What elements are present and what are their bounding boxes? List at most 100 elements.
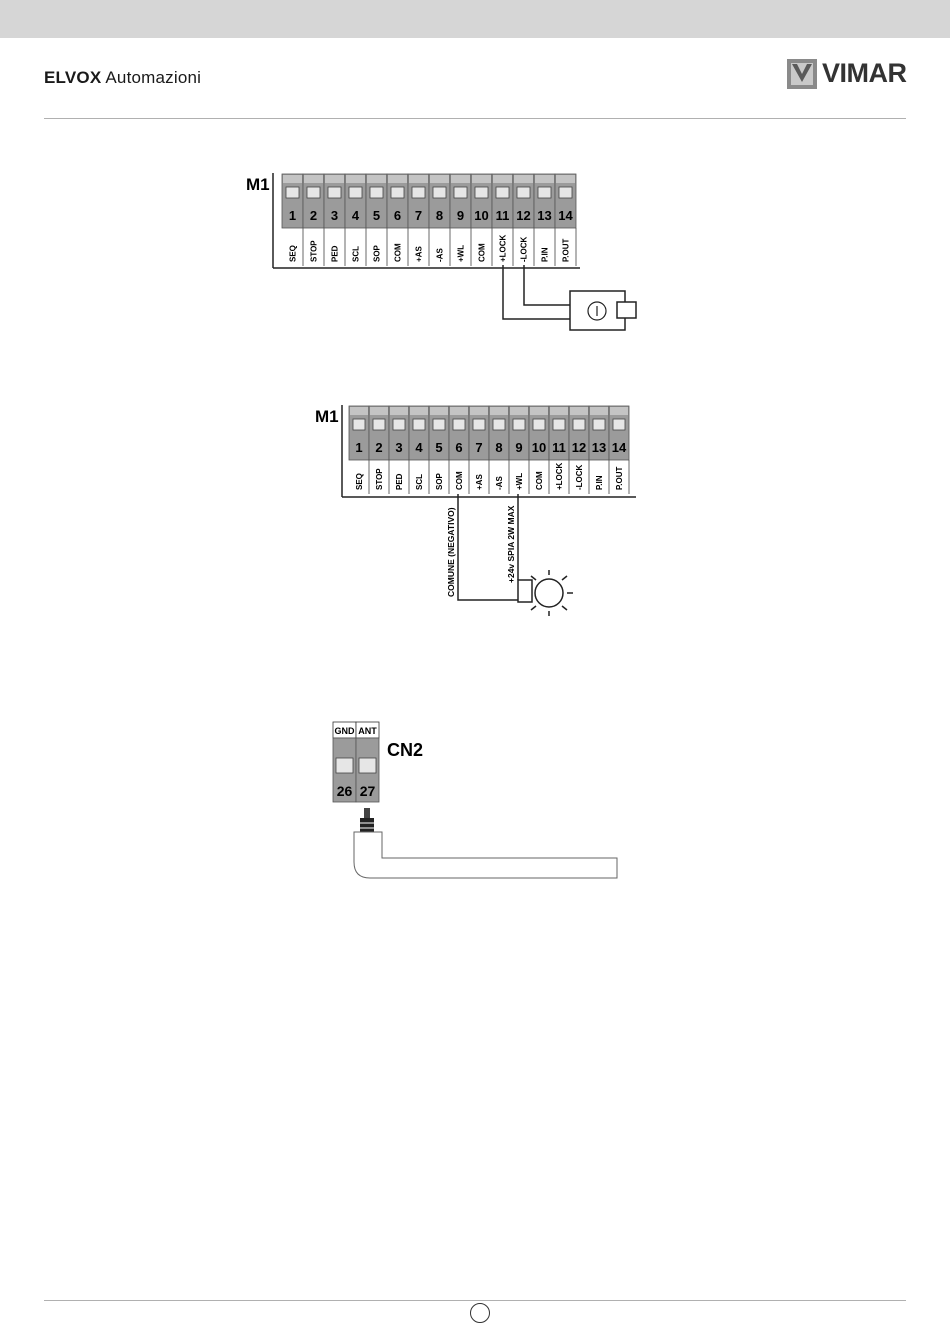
terminal-number: 6 (394, 208, 401, 223)
antenna-cable-icon (354, 808, 617, 878)
terminal-4: 4SCL (345, 174, 366, 266)
terminal-number: 7 (415, 208, 422, 223)
terminal-13: 13P.IN (589, 406, 609, 494)
terminal-label: PED (395, 473, 404, 490)
terminal-number: 10 (474, 208, 488, 223)
terminal-5: 5SOP (429, 406, 449, 494)
terminal-9: 9 +WL (450, 174, 471, 266)
terminal-block-m1-lock: M1 1SEQ2STOP3PED4SCL5SOP6COM7+AS8-AS9+WL… (246, 173, 636, 330)
terminal-label: -AS (436, 248, 445, 262)
footer-divider (44, 1300, 906, 1301)
terminal-label: +WL (515, 473, 524, 490)
terminal-number: 26 (337, 783, 353, 799)
terminal-label: -LOCK (575, 464, 584, 490)
terminal-number: 3 (331, 208, 338, 223)
terminal-7: 7 +AS (408, 174, 429, 266)
terminal-number: 8 (436, 208, 443, 223)
terminal-block-cn2: CN2 GND 26 ANT 27 (333, 722, 617, 878)
terminal-number: 8 (495, 440, 502, 455)
terminal-label: COM (455, 471, 464, 490)
terminal-label: -LOCK (520, 236, 529, 262)
terminal-label: SCL (352, 246, 361, 262)
lock-wire-minus (524, 265, 570, 305)
block-label: M1 (315, 407, 339, 426)
terminal-8: 8 -AS (429, 174, 450, 266)
terminal-label: COM (535, 471, 544, 490)
terminal-27: ANT 27 (356, 722, 379, 802)
terminal-8: 8 -AS (489, 406, 509, 494)
terminal-label: GND (335, 726, 356, 736)
terminal-label: P.OUT (562, 238, 571, 262)
terminal-number: 27 (360, 783, 376, 799)
terminal-number: 11 (496, 208, 510, 223)
terminal-number: 12 (572, 440, 586, 455)
terminal-label: SOP (373, 244, 382, 262)
terminal-label: SCL (415, 474, 424, 490)
terminal-26: GND 26 (333, 722, 356, 802)
terminal-number: 13 (537, 208, 551, 223)
lamp-icon (518, 570, 573, 616)
wire-left-label: COMUNE (NEGATIVO) (446, 507, 456, 597)
terminal-number: 14 (612, 440, 627, 455)
terminal-label: +WL (457, 245, 466, 262)
terminal-number: 5 (373, 208, 380, 223)
terminal-label: COM (478, 243, 487, 262)
terminal-number: 2 (375, 440, 382, 455)
terminal-label: +AS (415, 246, 424, 262)
terminal-number: 6 (455, 440, 462, 455)
terminal-label: P.OUT (615, 466, 624, 490)
terminal-number: 12 (516, 208, 530, 223)
terminal-block-m1-lamp: M1 1SEQ2STOP3PED4SCL5SOP6COM7+AS8-AS9+WL… (315, 405, 636, 616)
terminal-label: -AS (495, 476, 504, 490)
terminal-label: SEQ (289, 245, 298, 262)
terminal-label: SOP (435, 472, 444, 490)
terminal-14: 14P.OUT (609, 406, 629, 494)
terminal-number: 14 (558, 208, 573, 223)
terminal-number: 4 (415, 440, 423, 455)
terminal-11: 11 +LOCK (492, 174, 513, 266)
terminal-label: ANT (358, 726, 377, 736)
electric-lock-icon (570, 291, 636, 330)
terminal-label: +LOCK (499, 234, 508, 262)
terminal-label: STOP (375, 468, 384, 490)
page-number-circle (470, 1303, 490, 1323)
terminal-label: PED (331, 245, 340, 262)
terminal-label: +LOCK (555, 462, 564, 490)
terminal-number: 13 (592, 440, 606, 455)
lock-wire-plus (503, 265, 570, 319)
terminal-number: 7 (475, 440, 482, 455)
terminal-number: 9 (457, 208, 464, 223)
terminal-12: 12 -LOCK (513, 174, 534, 266)
terminal-7: 7+AS (469, 406, 489, 494)
terminal-label: STOP (310, 240, 319, 262)
terminal-label: P.IN (595, 475, 604, 490)
terminal-number: 10 (532, 440, 546, 455)
terminal-11: 11 +LOCK (549, 406, 569, 494)
terminal-12: 12 -LOCK (569, 406, 589, 494)
terminal-number: 3 (395, 440, 402, 455)
terminal-number: 11 (552, 440, 566, 455)
terminal-9: 9 +WL (509, 406, 529, 494)
terminal-label: P.IN (541, 247, 550, 262)
terminal-13: 13P.IN (534, 174, 555, 266)
terminal-number: 4 (352, 208, 360, 223)
terminal-number: 2 (310, 208, 317, 223)
terminal-14: 14P.OUT (555, 174, 576, 266)
terminal-number: 9 (515, 440, 522, 455)
terminal-label: SEQ (355, 473, 364, 490)
block-label: CN2 (387, 740, 423, 760)
terminal-label: COM (394, 243, 403, 262)
terminal-number: 5 (435, 440, 442, 455)
